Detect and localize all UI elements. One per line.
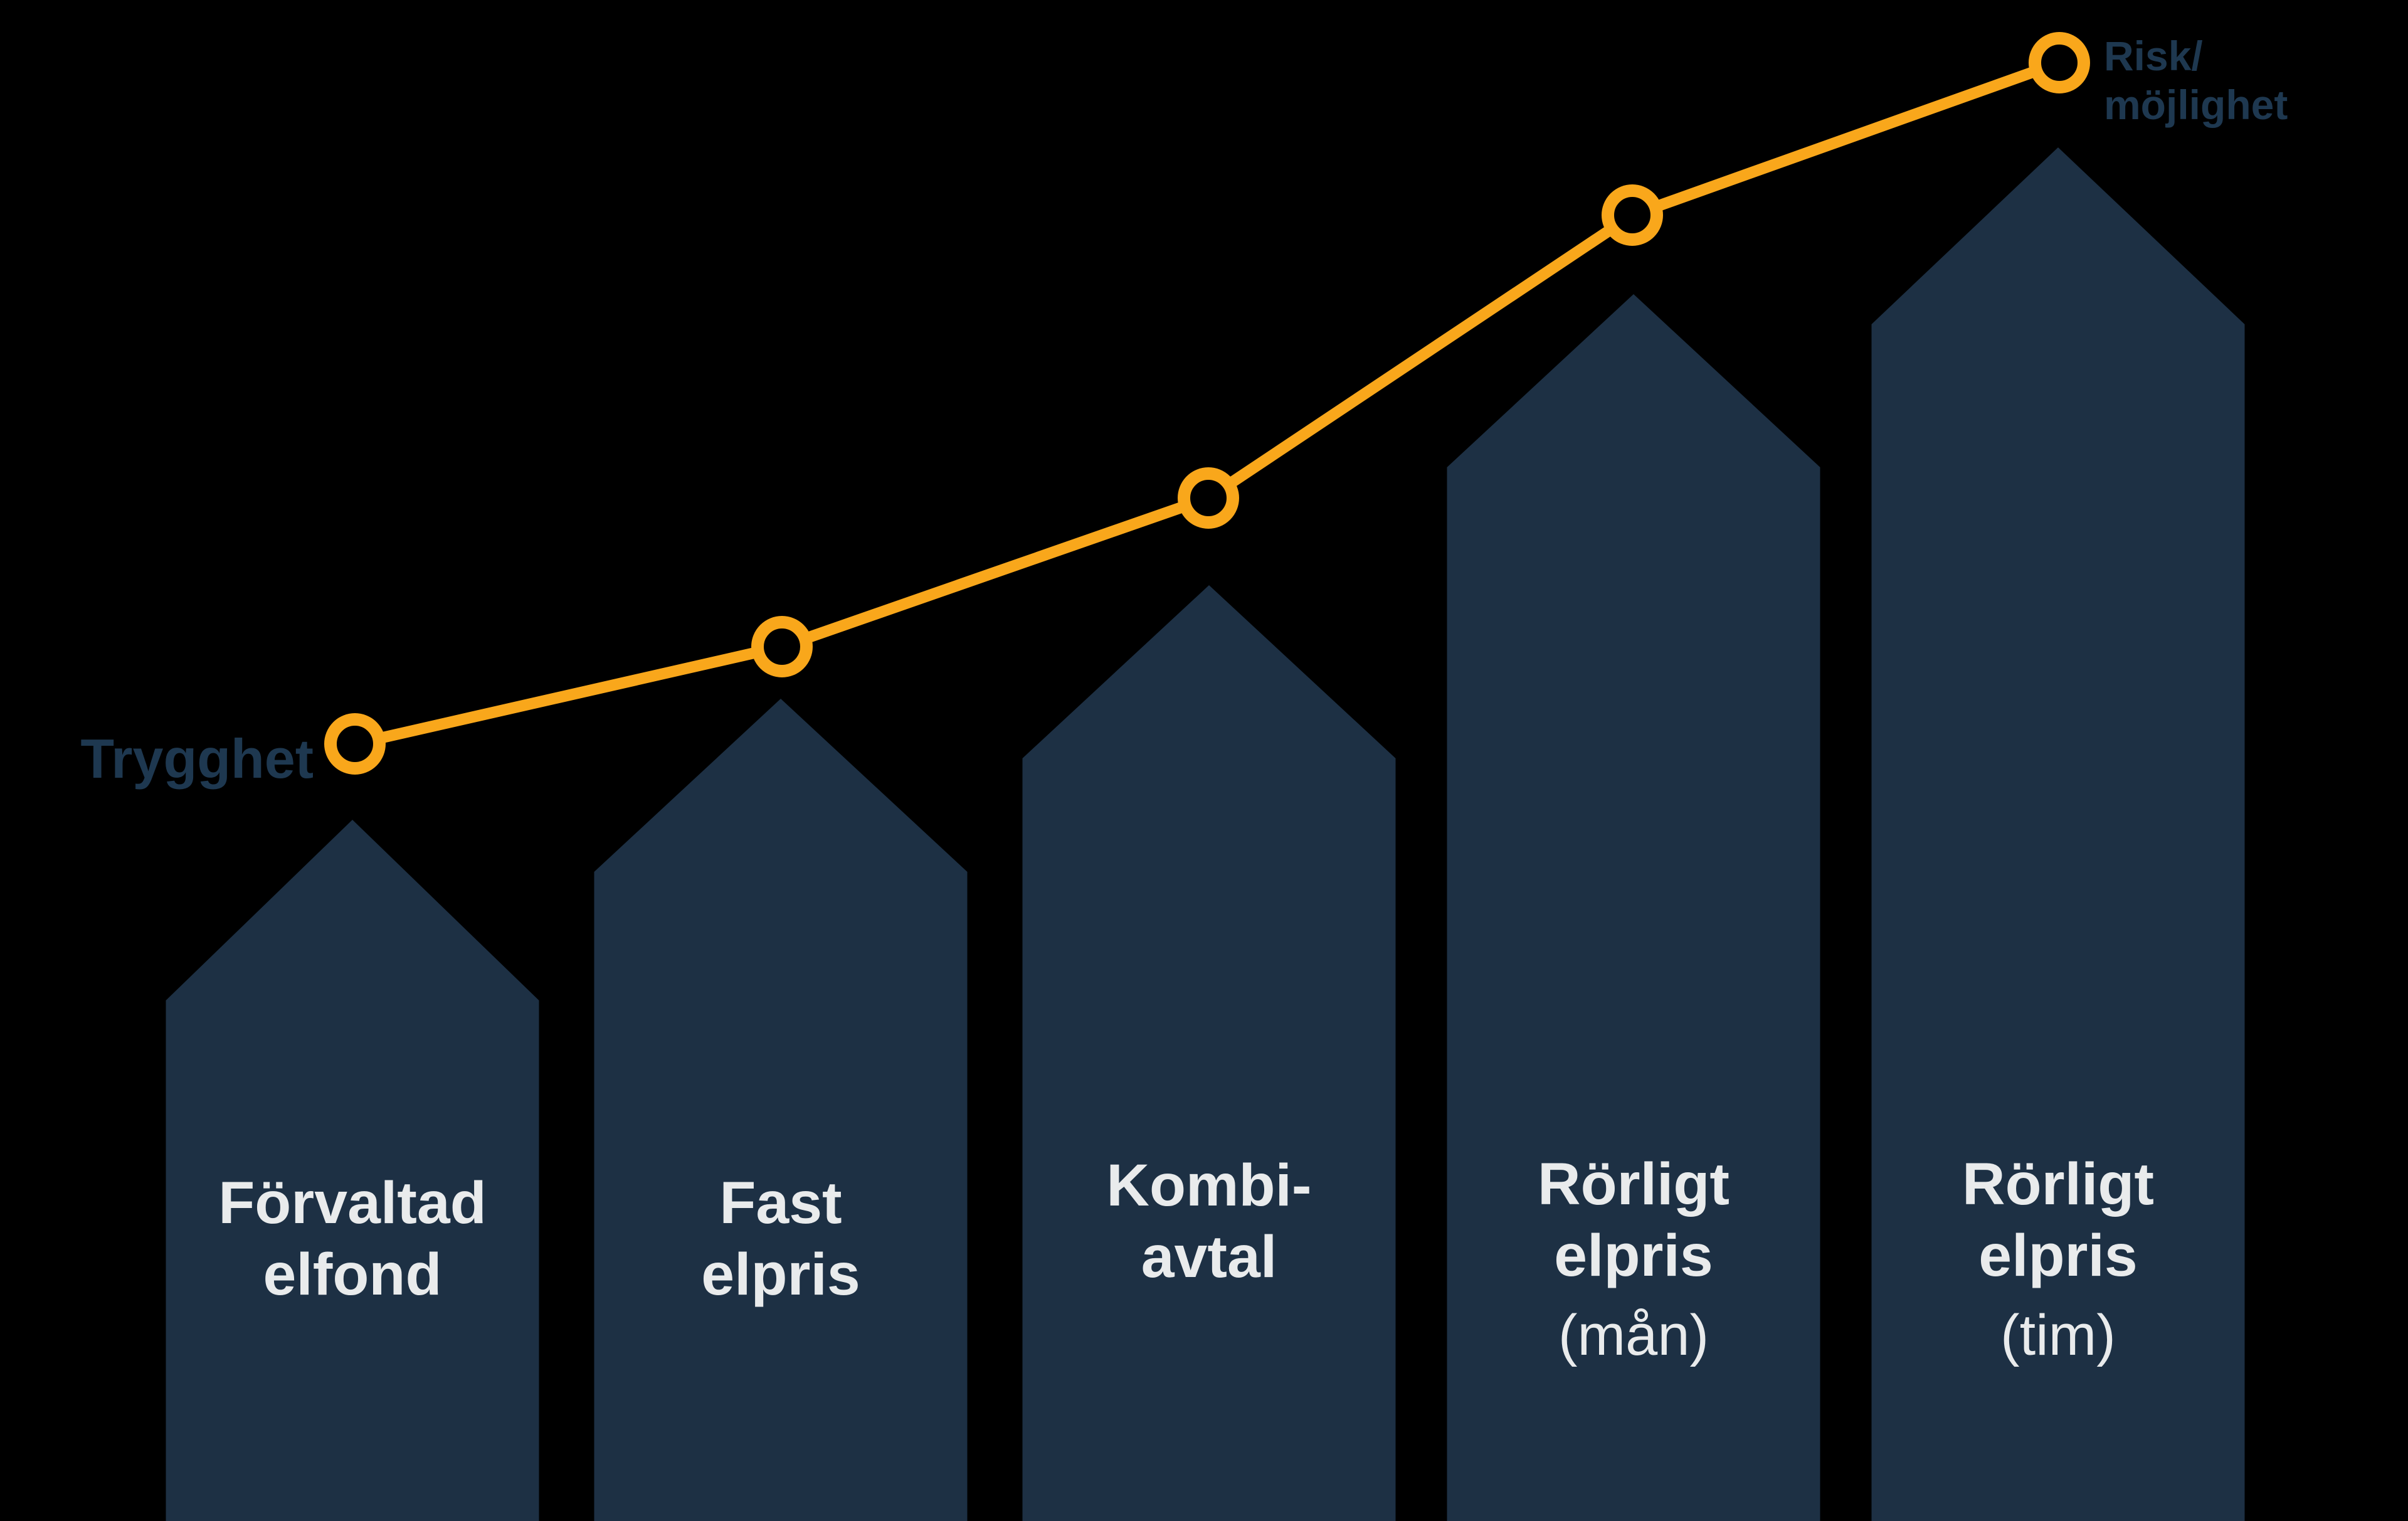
bar-label-elpris-fast: elpris (701, 1241, 860, 1308)
label-trygghet: Trygghet (80, 728, 314, 790)
bar-label-kombi: Kombi- (1106, 1152, 1311, 1219)
bar-shape-fast-elpris (594, 699, 968, 1521)
bar-group (166, 147, 2245, 1521)
bar-labels: Förvaltad elfond Fast elpris Kombi- avta… (218, 1151, 2154, 1367)
bar-label-fast: Fast (719, 1170, 842, 1236)
bar-label-elpris-tim: elpris (1978, 1222, 2137, 1289)
marker-dot-0 (324, 713, 386, 775)
bar-label-rorligt-man: Rörligt (1538, 1151, 1729, 1217)
bar-label-man-unit: (mån) (1558, 1303, 1709, 1367)
label-mojlighet: möjlighet (2104, 82, 2288, 128)
axis-annotations: Trygghet Risk/ möjlighet (80, 33, 2288, 790)
bar-shape-forvaltad-elfond (166, 820, 539, 1521)
bar-label-forvaltad: Förvaltad (218, 1170, 487, 1236)
marker-dot-1 (751, 616, 813, 677)
bar-shape-rorligt-elpris-man (1447, 294, 1820, 1521)
bar-shape-kombi-avtal (1022, 585, 1396, 1521)
bar-label-rorligt-tim: Rörligt (1962, 1151, 2154, 1217)
bar-shape-rorligt-elpris-tim (1871, 147, 2245, 1521)
bar-label-avtal: avtal (1141, 1224, 1277, 1290)
label-risk: Risk/ (2104, 33, 2203, 79)
bar-label-tim-unit: (tim) (2000, 1303, 2116, 1367)
marker-dot-4 (2029, 32, 2090, 93)
bar-label-elfond: elfond (263, 1241, 442, 1308)
marker-dot-2 (1178, 467, 1239, 529)
marker-group (324, 32, 2090, 775)
bar-label-elpris-man: elpris (1554, 1222, 1713, 1289)
marker-dot-3 (1602, 184, 1663, 246)
